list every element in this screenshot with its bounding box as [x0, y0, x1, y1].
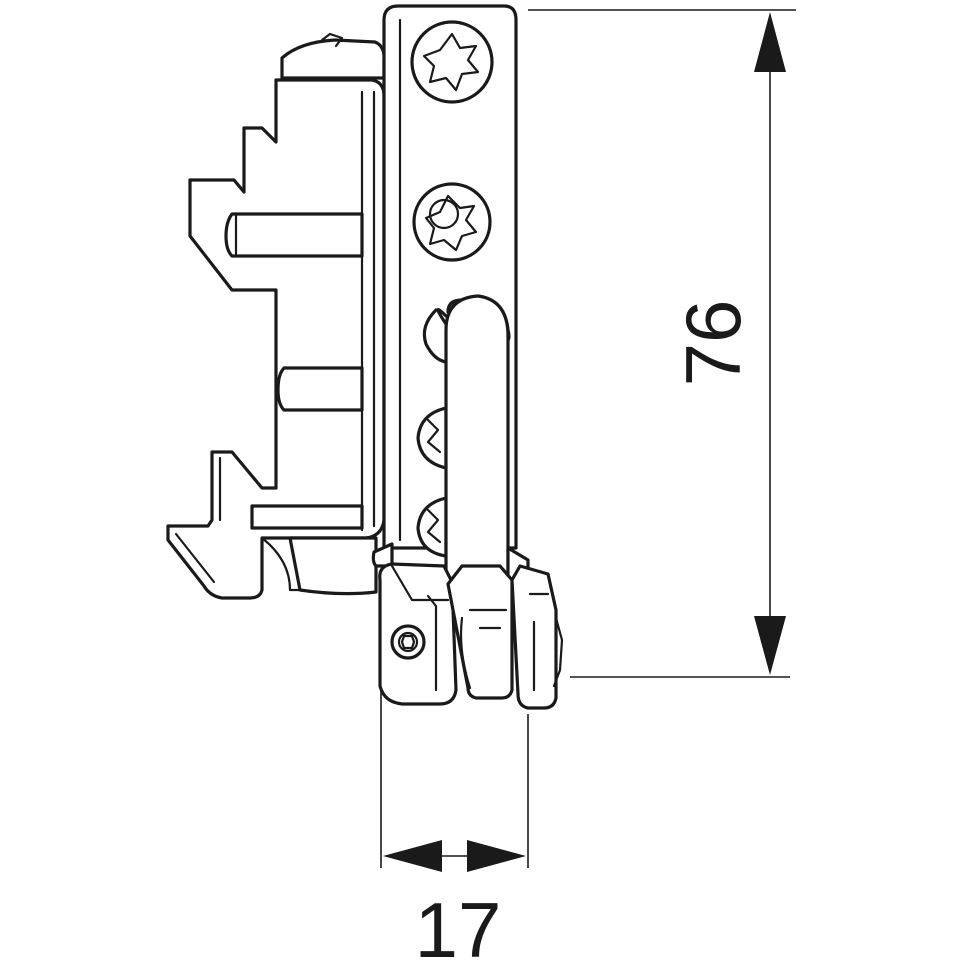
screw-3 [416, 406, 448, 470]
bracket-body [166, 32, 386, 600]
screw-1 [410, 20, 494, 104]
width-dimension-label: 17 [415, 886, 502, 962]
height-dimension: 76 [528, 9, 796, 678]
height-dimension-label: 76 [669, 300, 757, 387]
screw-2 [412, 182, 492, 262]
width-dimension: 17 [380, 690, 529, 962]
screw-4 [416, 496, 448, 558]
width-arrow-right [467, 840, 526, 872]
height-arrow-bottom [754, 616, 786, 675]
hinge-knuckle [371, 542, 564, 710]
height-arrow-top [754, 12, 786, 72]
hinge-pin [422, 294, 511, 582]
width-arrow-left [383, 840, 442, 872]
